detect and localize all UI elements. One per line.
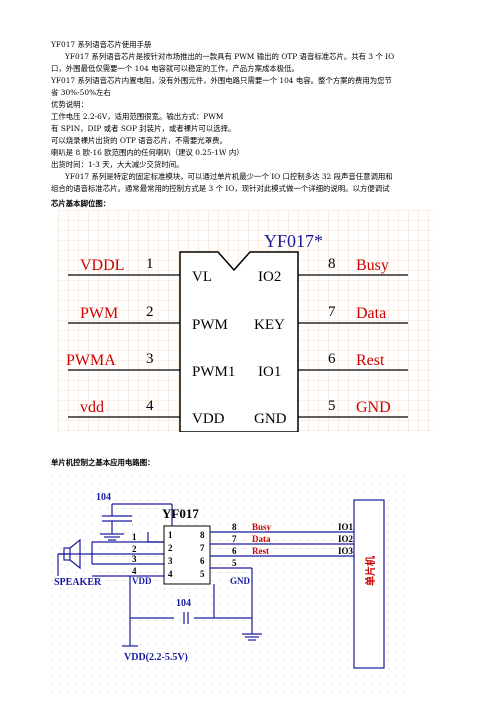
cap-bottom-label: 104: [176, 598, 191, 609]
circuit-left-num-2: 2: [132, 544, 137, 554]
para-line-7: 有 SPIN，DIP 或者 SOP 封装片，或者裸片可以选择。: [51, 124, 236, 133]
chip-inner-3: 3: [168, 556, 173, 566]
circuit-left-num-3: 3: [132, 554, 137, 564]
section-pinout-heading: 芯片基本脚位图：: [51, 199, 111, 208]
cap-top-label: 104: [96, 492, 111, 503]
chip-inner-4: 4: [168, 569, 173, 579]
pinout-num-6: 6: [328, 351, 336, 367]
chip-inner-8: 8: [200, 530, 205, 540]
speaker-label: SPEAKER: [54, 577, 102, 588]
pinout-inner-vl: VL: [192, 269, 212, 285]
circuit-vdd-label: VDD: [132, 576, 152, 586]
pinout-inner-io1: IO1: [258, 364, 281, 380]
pinout-inner-pwm: PWM: [192, 317, 228, 333]
para-line-11: YF017 系列是特定的固定标准模块，可以通过单片机最少一个 IO 口控制多达 …: [65, 172, 393, 181]
supply-label: VDD(2.2-5.5V): [124, 652, 188, 663]
pinout-inner-pwm1: PWM1: [192, 364, 235, 380]
pinout-inner-vdd: VDD: [192, 411, 225, 427]
circuit-left-num-1: 1: [132, 532, 137, 542]
pinout-num-3: 3: [146, 351, 154, 367]
pinout-diagram: YF017* VDDL PWM PWMA vdd 1 2 3 4 8 7 6 5…: [58, 210, 433, 432]
application-circuit: 104 SPEAKER: [52, 476, 412, 698]
pinout-label-pwma: PWMA: [66, 352, 116, 369]
para-line-5: 优势说明：: [51, 100, 88, 109]
pinout-num-8: 8: [328, 256, 336, 272]
circuit-right-num-6: 6: [232, 546, 237, 556]
para-line-3: YF017 系列语音芯片内置电阻，没有外围元件，外围电路只需要一个 104 电容…: [51, 76, 392, 85]
circuit-chip-body: [163, 525, 211, 585]
para-line-9: 喇叭是 8 欧-16 欧范围内的任何喇叭（建议 0.25-1W 内）: [51, 148, 244, 157]
para-line-4: 省 30%-50%左右: [51, 88, 111, 97]
pinout-num-2: 2: [146, 304, 154, 320]
pinout-num-5: 5: [328, 398, 336, 414]
circuit-right-num-5: 5: [232, 558, 237, 568]
signal-rest: Rest: [252, 546, 269, 556]
pinout-label-data: Data: [356, 305, 386, 322]
circuit-gnd-label: GND: [230, 576, 251, 586]
doc-title: YF017 系列语音芯片使用手册: [51, 40, 152, 49]
mcu-box: [353, 499, 385, 669]
para-line-10: 出货时间：1-3 天，大大减少交货时间。: [51, 160, 184, 169]
para-line-12: 组合的语音标准芯片。通常最常用的控制方式是 3 个 IO，现针对此模式做一个详细…: [51, 184, 390, 193]
circuit-right-num-7: 7: [232, 534, 237, 544]
para-line-2: 口，外围最低仅需要一个 104 电容就可以稳定的工作，产品方案成本极低。: [51, 64, 299, 73]
mcu-label: 单片机: [364, 556, 377, 586]
pinout-label-vdd: vdd: [80, 399, 104, 416]
pinout-label-pwm: PWM: [80, 305, 118, 322]
pinout-label-vddl: VDDL: [80, 257, 124, 274]
pinout-inner-gnd: GND: [254, 411, 287, 427]
pinout-num-1: 1: [146, 256, 154, 272]
io-label-2: IO2: [338, 534, 354, 544]
circuit-right-num-8: 8: [232, 522, 237, 532]
signal-data: Data: [252, 534, 271, 544]
chip-inner-1: 1: [168, 530, 173, 540]
chip-inner-7: 7: [200, 543, 205, 553]
signal-busy: Busy: [252, 522, 272, 532]
pinout-inner-key: KEY: [254, 317, 285, 333]
para-line-1: YF017 系列语音芯片是按针对市场推出的一款具有 PWM 输出的 OTP 语音…: [65, 52, 395, 61]
pinout-label-gnd: GND: [356, 399, 391, 416]
pinout-chip-name: YF017*: [264, 231, 323, 251]
pinout-label-busy: Busy: [356, 257, 389, 274]
pinout-inner-io2: IO2: [258, 269, 281, 285]
para-line-6: 工作电压 2.2-6V，适用范围很宽。输出方式：PWM: [51, 112, 224, 121]
pinout-chip-body: [179, 251, 299, 432]
chip-inner-5: 5: [200, 569, 205, 579]
io-label-1: IO1: [338, 522, 354, 532]
pinout-num-7: 7: [328, 304, 336, 320]
chip-inner-6: 6: [200, 556, 205, 566]
para-line-8: 可以烧录裸片出货的 OTP 语音芯片，不需要光罩费。: [51, 136, 227, 145]
circuit-chip-name: YF017: [162, 506, 199, 521]
io-label-3: IO3: [338, 546, 354, 556]
chip-inner-2: 2: [168, 543, 173, 553]
section-circuit-heading: 单片机控制之基本应用电路图：: [51, 458, 155, 467]
pinout-num-4: 4: [146, 398, 154, 414]
pinout-label-rest: Rest: [356, 352, 385, 369]
circuit-left-num-4: 4: [132, 566, 137, 576]
